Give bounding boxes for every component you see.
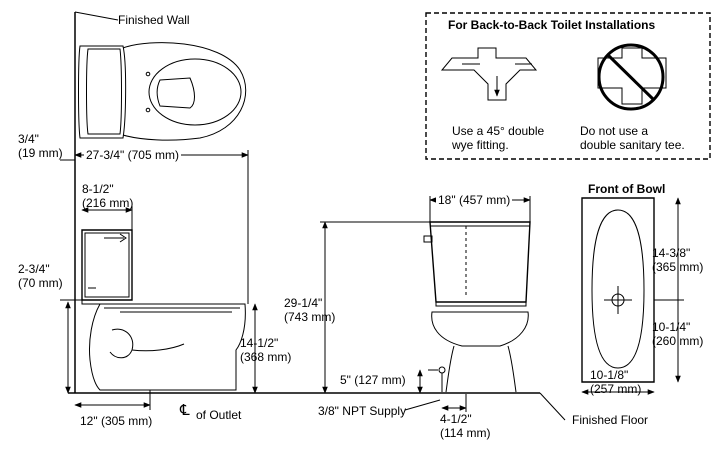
inset-title: For Back-to-Back Toilet Installations	[448, 18, 656, 32]
finished-floor-leader	[539, 392, 566, 421]
bowl-width-metric: (257 mm)	[590, 382, 642, 396]
supply-offset-metric: (114 mm)	[440, 426, 491, 440]
tank-bottom-metric: (70 mm)	[18, 276, 63, 290]
bowl-length-imperial: 14-3/8"	[652, 246, 691, 260]
tank-depth-metric: (216 mm)	[82, 196, 134, 210]
prohibited-icon	[597, 43, 665, 111]
tank-bottom-imperial: 2-3/4"	[18, 262, 50, 276]
tank-width-label: 18" (457 mm)	[436, 193, 513, 207]
wall-offset-metric: (19 mm)	[18, 146, 63, 160]
overall-height-imperial: 29-1/4"	[284, 296, 323, 310]
rim-height-metric: (368 mm)	[240, 350, 292, 364]
finished-wall-leader	[74, 11, 119, 21]
rim-height-imperial: 14-1/2"	[240, 336, 279, 350]
bowl-rear-metric: (260 mm)	[652, 334, 704, 348]
toilet-side-view	[81, 229, 246, 391]
inset-left-caption-2: wye fitting.	[452, 138, 509, 152]
front-of-bowl-view	[581, 197, 655, 383]
supply-height-label: 5" (127 mm)	[340, 373, 406, 387]
toilet-front-view	[423, 221, 531, 393]
npt-supply-label: 3/8" NPT Supply	[318, 404, 407, 418]
inset-right-caption-2: double sanitary tee.	[580, 138, 685, 152]
tank-depth-imperial: 8-1/2"	[82, 182, 114, 196]
bowl-rear-imperial: 10-1/4"	[652, 320, 691, 334]
inset-right-caption-1: Do not use a	[580, 124, 649, 138]
supply-offset-imperial: 4-1/2"	[440, 412, 472, 426]
finished-wall-label: Finished Wall	[118, 13, 190, 27]
outlet-label: of Outlet	[196, 408, 242, 422]
overall-height-metric: (743 mm)	[284, 310, 336, 324]
inset-left-caption-1: Use a 45° double	[452, 124, 545, 138]
double-sanitary-tee-icon	[597, 47, 667, 105]
wall-offset-imperial: 3/4"	[18, 132, 39, 146]
finished-floor-label: Finished Floor	[572, 413, 649, 427]
overall-depth-label: 27-3/4" (705 mm)	[84, 148, 181, 162]
back-to-back-inset	[425, 12, 711, 160]
centerline-symbol: ℄	[180, 402, 190, 419]
toilet-top-view	[78, 42, 247, 141]
bowl-length-metric: (365 mm)	[652, 260, 704, 274]
bowl-width-imperial: 10-1/8"	[590, 368, 629, 382]
front-of-bowl-title: Front of Bowl	[588, 182, 666, 196]
rough-in-label: 12" (305 mm)	[80, 414, 153, 428]
double-wye-fitting-icon	[440, 47, 538, 101]
